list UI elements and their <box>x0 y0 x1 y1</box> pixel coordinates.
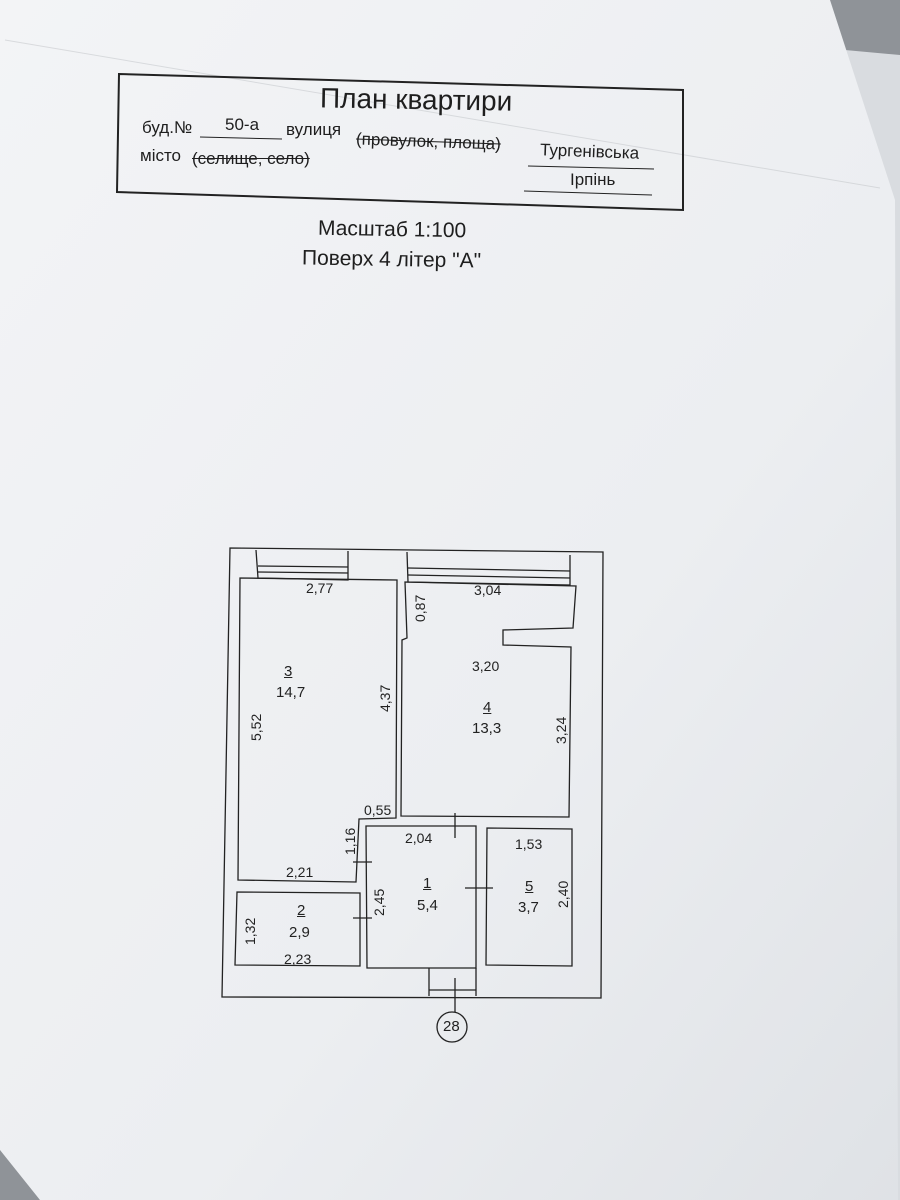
dim-r4-top: 3,04 <box>474 582 502 598</box>
room-4-outline <box>400 581 577 818</box>
dim-hall-height: 2,45 <box>371 888 387 916</box>
room-3-number: 3 <box>284 663 293 680</box>
city-value: Ірпінь <box>570 170 616 189</box>
room-3-outline <box>237 577 398 883</box>
dim-r3-height: 5,52 <box>248 713 264 741</box>
dim-hall-left: 1,16 <box>342 827 358 855</box>
room-1-area: 5,4 <box>417 897 438 914</box>
dim-hall-top: 2,04 <box>405 830 433 846</box>
dim-r4-wall: 0,87 <box>412 594 428 622</box>
room-5-area: 3,7 <box>518 899 539 916</box>
dim-r3-inner-height: 4,37 <box>377 684 393 712</box>
dim-r2-height: 1,32 <box>242 917 258 945</box>
room-4-number: 4 <box>483 699 492 716</box>
building-number: 50-а <box>225 115 260 134</box>
dim-r2-width: 2,23 <box>284 951 312 967</box>
room-1-number: 1 <box>423 875 432 892</box>
city-struck-options: (селище, село) <box>192 149 310 168</box>
building-number-underline <box>199 136 283 140</box>
dim-r3-width: 2,77 <box>306 580 334 596</box>
room-3-area: 14,7 <box>276 684 306 701</box>
building-label: буд.№ <box>142 118 193 137</box>
apartment-number: 28 <box>443 1018 460 1035</box>
room-2-area: 2,9 <box>289 924 310 941</box>
street-label: вулиця <box>286 120 342 139</box>
room-2-outline <box>234 891 361 967</box>
dim-r5-width: 1,53 <box>515 836 543 852</box>
dim-r3-bottom: 2,21 <box>286 864 314 880</box>
dim-hall-gap: 0,55 <box>364 802 392 818</box>
outer-wall <box>221 547 604 999</box>
apartment-number-circle <box>436 1011 468 1043</box>
header-frame <box>115 72 684 212</box>
dim-r4-width: 3,20 <box>472 658 500 674</box>
room-5-number: 5 <box>525 878 534 895</box>
city-underline <box>523 190 653 196</box>
room-2-number: 2 <box>297 902 306 919</box>
window-top-left <box>255 549 349 581</box>
street-underline <box>527 165 655 170</box>
city-label: місто <box>140 146 182 165</box>
dim-r5-height: 2,40 <box>555 880 571 908</box>
room-5-outline <box>485 827 573 967</box>
dim-r4-height: 3,24 <box>553 716 569 744</box>
room-4-area: 13,3 <box>472 720 502 737</box>
